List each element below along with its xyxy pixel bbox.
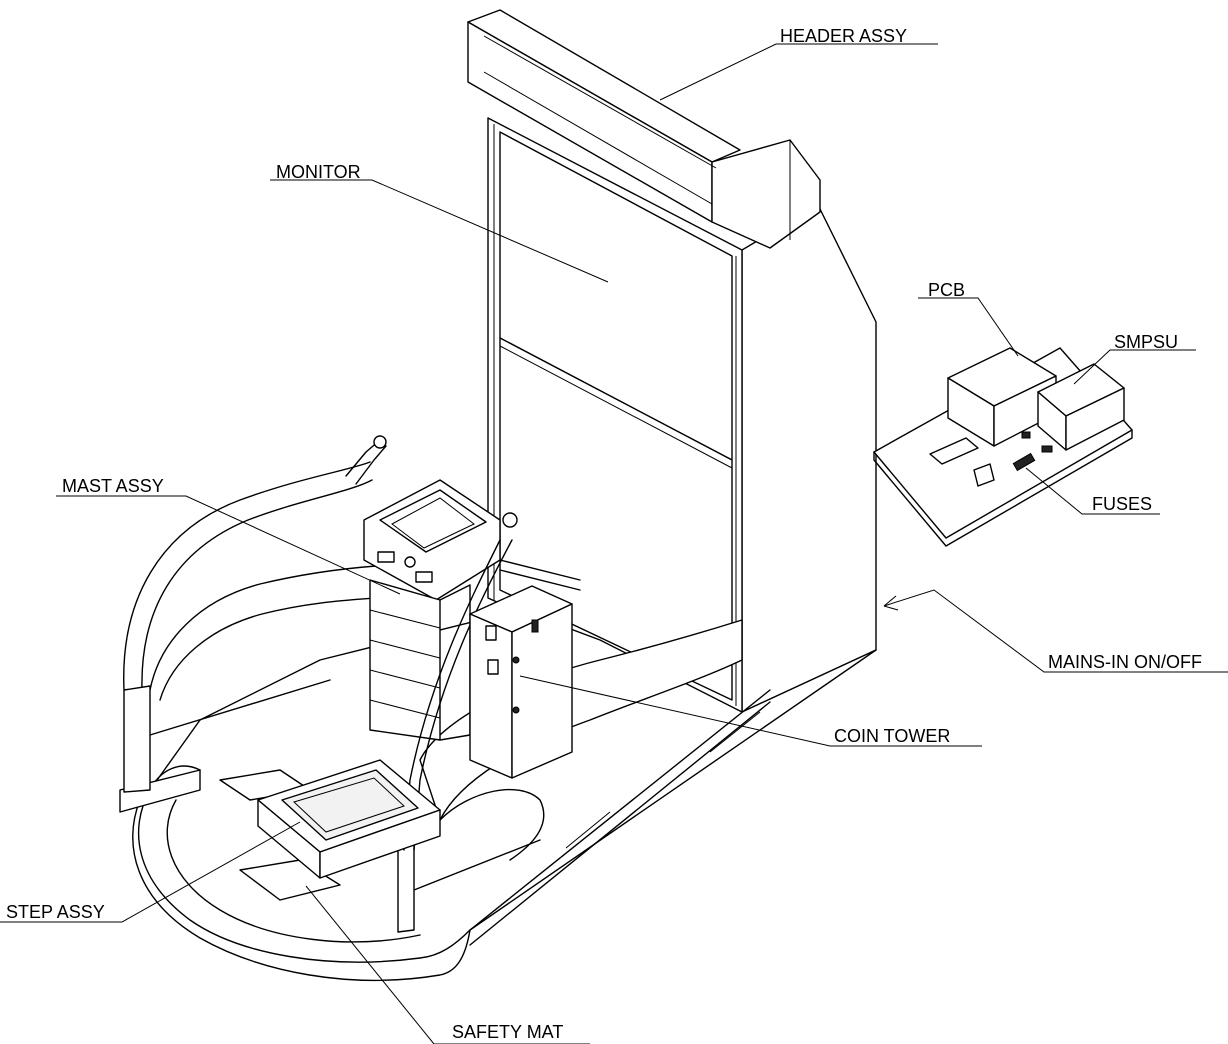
leader-mains-in [883,589,1228,673]
label-safety-mat: SAFETY MAT [452,1022,564,1042]
leader-coin-tower [519,675,982,747]
label-step-assy: STEP ASSY [6,902,105,922]
label-smpsu: SMPSU [1114,332,1179,352]
left-rail [123,435,387,793]
leader-lines [0,43,1228,1044]
leader-fuses [1025,467,1160,515]
pcb-board [873,347,1133,547]
leader-mast-assy [56,495,401,595]
label-coin-tower: COIN TOWER [834,726,951,746]
label-mast-assy: MAST ASSY [62,476,164,496]
label-fuses: FUSES [1092,494,1153,514]
step-assembly [257,759,441,879]
header-assembly [467,9,821,249]
leader-smpsu [1073,349,1196,385]
leader-pcb [918,297,1019,357]
leader-safety-mat [305,885,435,1044]
leader-header-assy [659,43,938,101]
mast-assembly [363,479,581,851]
label-pcb: PCB [928,280,966,300]
coin-tower [469,585,573,779]
label-monitor: MONITOR [276,162,361,182]
label-header-assy: HEADER ASSY [780,26,908,46]
label-mains-in: MAINS-IN ON/OFF [1048,652,1202,672]
leader-monitor [270,179,609,283]
leader-step-assy [0,821,301,923]
